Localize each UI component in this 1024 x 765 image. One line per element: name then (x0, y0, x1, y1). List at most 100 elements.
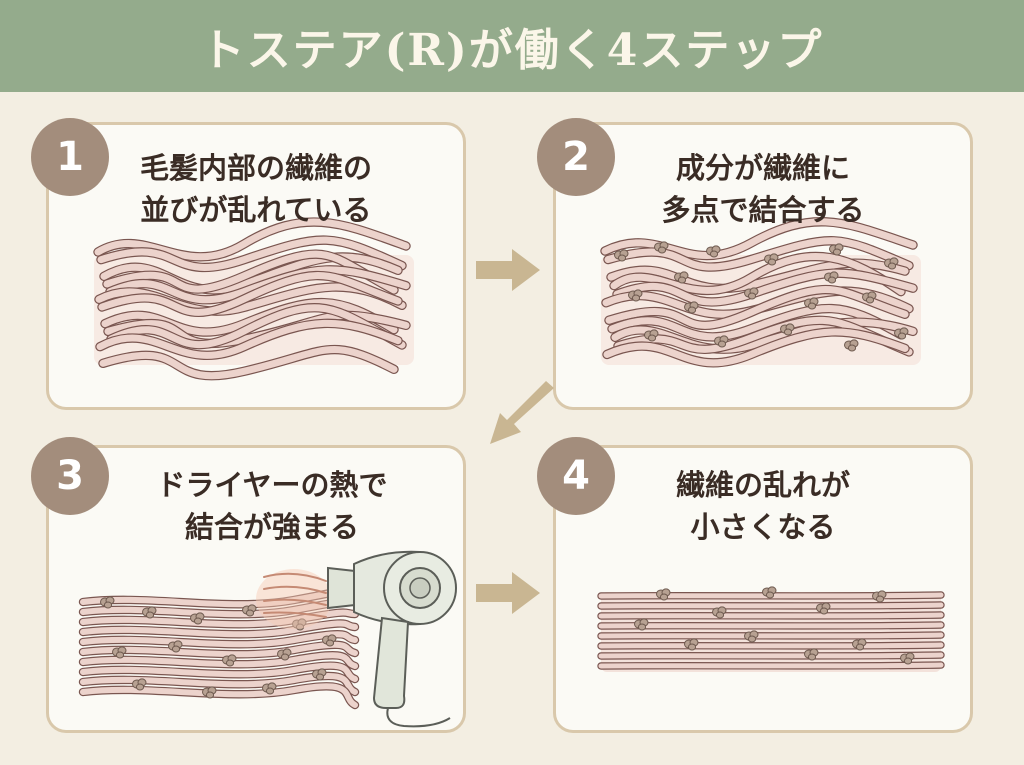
particle-dot (764, 253, 779, 266)
step-2-line-2: 多点で結合する (661, 193, 865, 227)
fiber-strand (78, 682, 360, 710)
particle-dot (852, 638, 867, 651)
step-2-text: 成分が繊維に 多点で結合する (586, 147, 940, 231)
step-card-1: 毛髪内部の繊維の 並びが乱れている (46, 122, 466, 410)
particle-dot (816, 602, 831, 615)
step-2-line-1: 成分が繊維に (675, 151, 850, 185)
particle-dot (322, 634, 337, 647)
particle-dot (628, 289, 643, 302)
particle-dot (684, 301, 699, 314)
fiber-strand (597, 611, 945, 620)
particle-dot (674, 271, 689, 284)
particle-dot (712, 606, 727, 619)
fiber-strand (604, 284, 910, 330)
hair-dryer-icon (327, 550, 457, 728)
arrow-down-left-icon (490, 381, 554, 444)
fiber-strand (97, 270, 403, 318)
fiber-strand (597, 661, 945, 670)
particle-dot (654, 241, 669, 254)
header-banner: トステア(R)が働く4ステップ (0, 0, 1024, 92)
step-4-line-2: 小さくなる (690, 510, 836, 544)
particle-dot (222, 654, 237, 667)
fiber-strand (100, 297, 399, 337)
particle-dot (862, 291, 877, 304)
particle-dot (829, 243, 844, 256)
step-card-3: ドライヤーの熱で 結合が強まる (46, 445, 466, 733)
step-3-text: ドライヤーの熱で 結合が強まる (131, 464, 413, 548)
fiber-strand (78, 608, 360, 629)
fiber-strand (96, 235, 407, 273)
particle-dot (242, 604, 257, 617)
fiber-strand (597, 621, 945, 630)
step-badge-1: 1 (31, 118, 109, 196)
step-card-2: 成分が繊維に 多点で結合する (553, 122, 973, 410)
fiber-strand (105, 265, 411, 305)
step-1-text: 毛髪内部の繊維の 並びが乱れている (79, 147, 433, 231)
particle-dot (112, 646, 127, 659)
step-3-line-1: ドライヤーの熱で (156, 468, 388, 502)
particle-dot (132, 678, 147, 691)
particle-dot (656, 588, 671, 601)
step-badge-4: 4 (537, 437, 615, 515)
fibers-with-particles-illustration (600, 217, 921, 368)
particle-dot (824, 271, 839, 284)
particle-dot (804, 297, 819, 310)
particle-dot (900, 652, 915, 665)
fiber-strand (600, 217, 918, 261)
arrow-right-icon (476, 249, 540, 291)
particle-dot (634, 618, 649, 631)
particle-dot (804, 648, 819, 661)
particle-dot (312, 668, 327, 681)
particle-dot (844, 339, 859, 352)
particle-dot (744, 287, 759, 300)
particle-dot (762, 586, 777, 599)
fiber-strand (93, 217, 411, 262)
particle-dot (714, 335, 729, 348)
arrow-right-icon (476, 572, 540, 614)
particle-dot (168, 640, 183, 653)
particle-dot (644, 329, 659, 342)
particle-dot (142, 606, 157, 619)
step-4-line-1: 繊維の乱れが (675, 468, 850, 502)
particle-dot (780, 323, 795, 336)
tangled-fibers-illustration (93, 217, 414, 381)
page-title: トステア(R)が働く4ステップ (200, 25, 824, 76)
particle-dot (894, 327, 909, 340)
fiber-strand (597, 601, 945, 610)
fiber-strand (607, 303, 906, 342)
fiber-strand (597, 641, 945, 650)
fiber-strand (102, 249, 399, 295)
fiber-strand (597, 651, 945, 660)
fiber-strand (597, 631, 945, 640)
step-1-line-2: 並びが乱れている (140, 193, 372, 227)
fiber-strand (609, 251, 906, 297)
particle-dot (190, 612, 205, 625)
particle-dot (202, 686, 217, 699)
particle-dot (872, 590, 887, 603)
fiber-strand (613, 315, 914, 357)
particle-dot (614, 249, 629, 262)
step-card-4: 繊維の乱れが 小さくなる (553, 445, 973, 733)
fiber-strand (78, 651, 360, 671)
step-4-text: 繊維の乱れが 小さくなる (586, 464, 940, 548)
aligned-fibers-illustration (597, 586, 945, 672)
step-1-line-1: 毛髪内部の繊維の (139, 151, 372, 185)
particle-dot (884, 257, 899, 270)
step-3-line-2: 結合が強まる (184, 510, 359, 544)
fiber-strand (602, 327, 910, 368)
particle-dot (706, 245, 721, 258)
particle-dot (277, 648, 292, 661)
fiber-strand (99, 252, 403, 295)
fiber-strand (106, 303, 407, 350)
particle-dot (262, 682, 277, 695)
particle-dot (292, 618, 307, 631)
fiber-strand (78, 661, 360, 684)
fiber-strand (78, 619, 360, 639)
step-badge-2: 2 (537, 118, 615, 196)
particle-dot (684, 638, 699, 651)
particle-dot (744, 630, 759, 643)
step-badge-3: 3 (31, 437, 109, 515)
fiber-strand (78, 629, 360, 649)
heat-waves-icon (256, 569, 332, 629)
fiber-strand (95, 318, 403, 361)
